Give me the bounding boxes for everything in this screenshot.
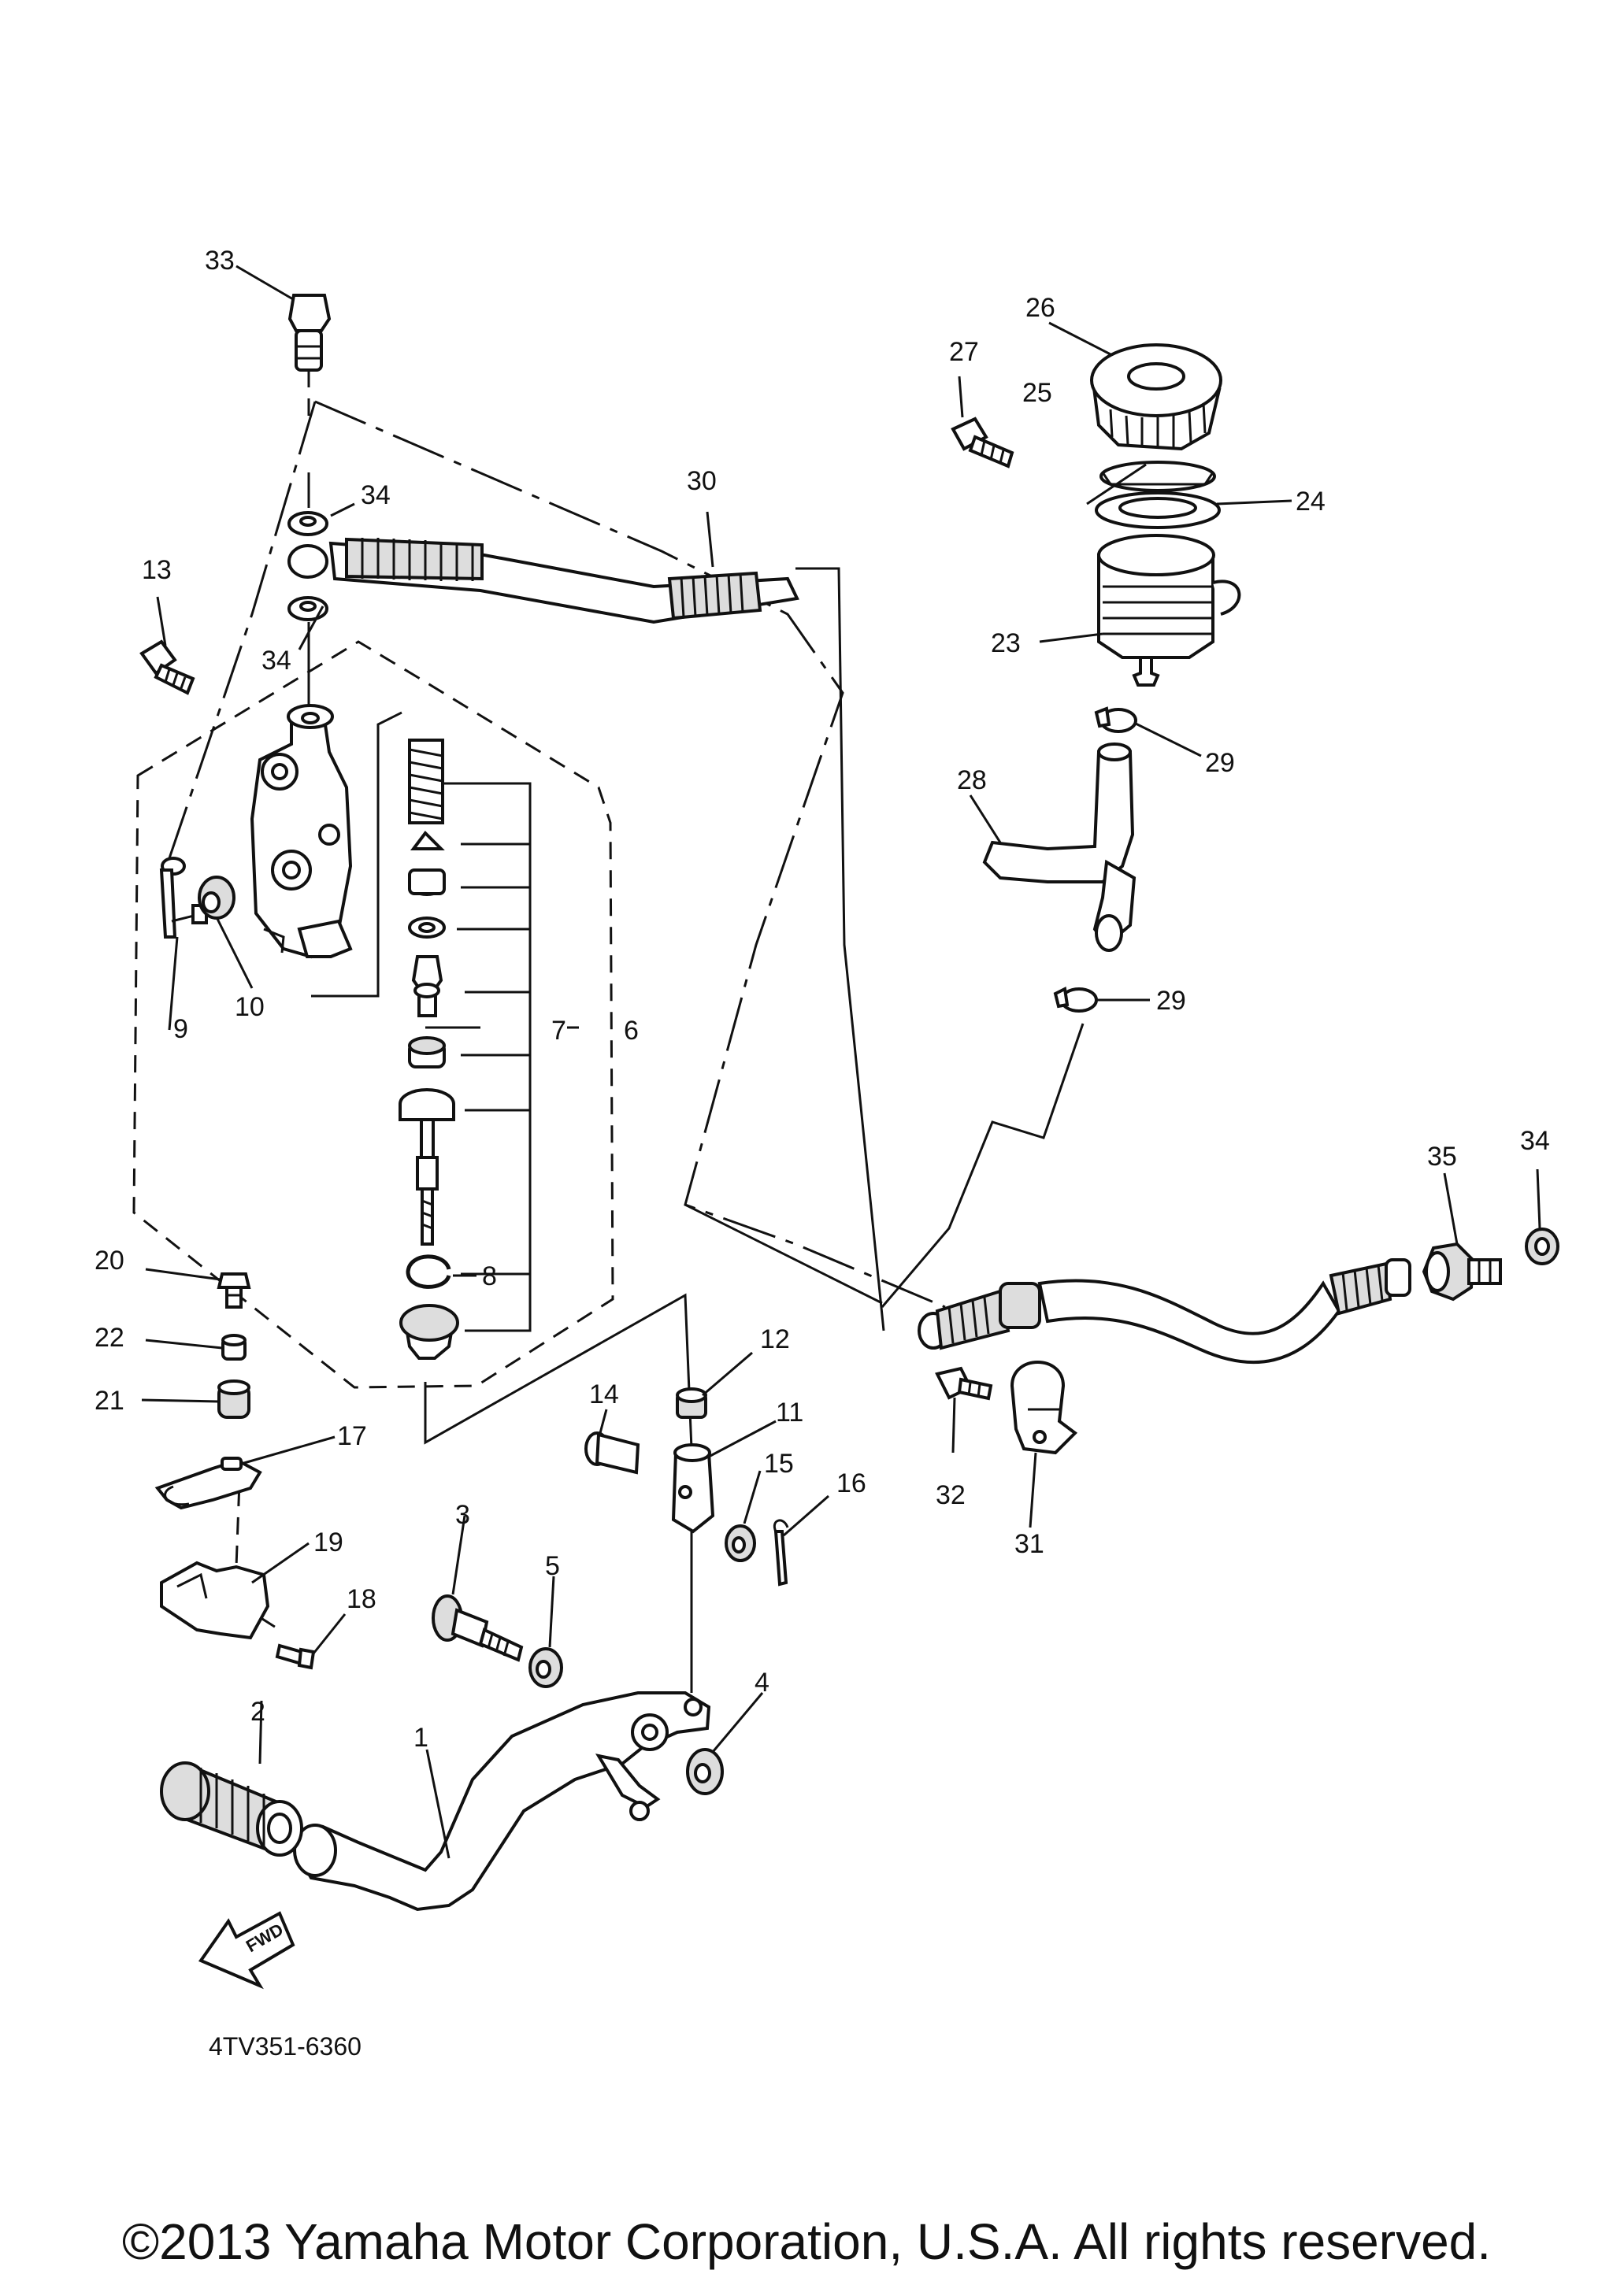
part-32-bolt [935,1366,993,1401]
part-19-bracket [160,1561,270,1640]
callout-7: 7 [551,1016,566,1046]
part-34-copper-washer-right [1525,1228,1559,1265]
callout-8: 8 [482,1261,497,1291]
callout-11: 11 [776,1398,803,1428]
part-24-plate [1095,491,1221,529]
part-35-union-bolt [1422,1242,1502,1302]
callout-14: 14 [589,1379,619,1409]
part-29-hose-clamp-lower [1053,986,1098,1013]
callout-21: 21 [95,1386,124,1416]
callout-15: 15 [764,1449,794,1479]
callout-20: 20 [95,1246,124,1276]
part-21-grommet [217,1379,250,1419]
callout-23: 23 [991,628,1021,658]
callout-34-top: 34 [361,480,391,510]
part-8-circlip [406,1254,451,1289]
part-11-clevis [671,1443,715,1534]
callout-28: 28 [957,765,987,795]
callout-10: 10 [235,992,265,1022]
callout-16: 16 [836,1468,866,1498]
callout-29-upper: 29 [1205,748,1235,778]
callout-27: 27 [949,337,979,367]
diagram-code: 4TV351-6360 [209,2032,362,2061]
callout-12: 12 [760,1324,790,1354]
part-13-bolt [139,639,195,695]
callout-34-mid: 34 [261,646,291,676]
callout-labels: 33 34 34 13 30 26 27 25 24 23 29 28 29 3… [95,246,1550,1753]
part-3-pivot-bolt [432,1594,524,1662]
copyright-notice: ©2013 Yamaha Motor Corporation, U.S.A. A… [121,2213,1492,2270]
part-1-brake-pedal [293,1691,711,1912]
part-12-nut [676,1387,707,1419]
part-15-washer [725,1524,756,1562]
callout-18: 18 [347,1584,376,1614]
part-5-washer [528,1647,563,1688]
assembly-lines [132,370,1085,1693]
part-22-collar [221,1334,247,1361]
callout-1: 1 [413,1723,428,1753]
callout-32: 32 [936,1480,966,1510]
part-23-reservoir [1097,534,1241,687]
callout-17: 17 [337,1421,367,1451]
callout-6: 6 [624,1016,639,1046]
part-18-bolt [275,1643,316,1670]
leader-lines [141,265,1541,1859]
part-31-hose-guide [1010,1361,1078,1455]
callout-29-lower: 29 [1156,986,1186,1016]
callout-35: 35 [1427,1142,1457,1172]
part-7-cylinder-kit-parts [399,739,455,1246]
part-17-bracket [154,1457,262,1510]
callout-30: 30 [687,466,717,496]
callout-31: 31 [1014,1529,1044,1559]
part-20-bolt [217,1272,251,1309]
callout-4: 4 [755,1668,769,1698]
part-lower-brake-hose [918,1258,1411,1365]
callout-13: 13 [142,555,172,585]
callout-2: 2 [250,1697,265,1727]
callout-9: 9 [173,1014,188,1044]
part-33-union-bolt [287,294,332,372]
callout-5: 5 [545,1551,560,1581]
part-boot [399,1304,459,1360]
part-4-washer [686,1748,724,1795]
callout-25: 25 [1022,378,1052,408]
part-25-diaphragm [1099,461,1216,492]
callout-24: 24 [1296,487,1326,517]
callout-34-right: 34 [1520,1126,1550,1156]
part-28-reservoir-hose [982,742,1137,952]
callout-33: 33 [205,246,235,276]
callout-19: 19 [313,1528,343,1557]
part-2-footrest-rubber [160,1761,303,1857]
part-10-nut [198,876,235,920]
callout-22: 22 [95,1323,124,1353]
part-14-pin [584,1431,640,1475]
part-27-screw [951,417,1014,468]
master-cylinder-body [250,704,353,959]
part-16-cotter-pin [773,1519,789,1587]
fwd-arrow-icon: FWD [198,1911,295,1990]
part-26-reservoir-cap [1090,343,1222,451]
part-9-fitting [159,857,208,939]
part-29-hose-clamp-upper [1094,706,1137,733]
callout-3: 3 [455,1500,470,1530]
part-30-brake-hose [287,537,799,624]
callout-26: 26 [1025,293,1055,323]
